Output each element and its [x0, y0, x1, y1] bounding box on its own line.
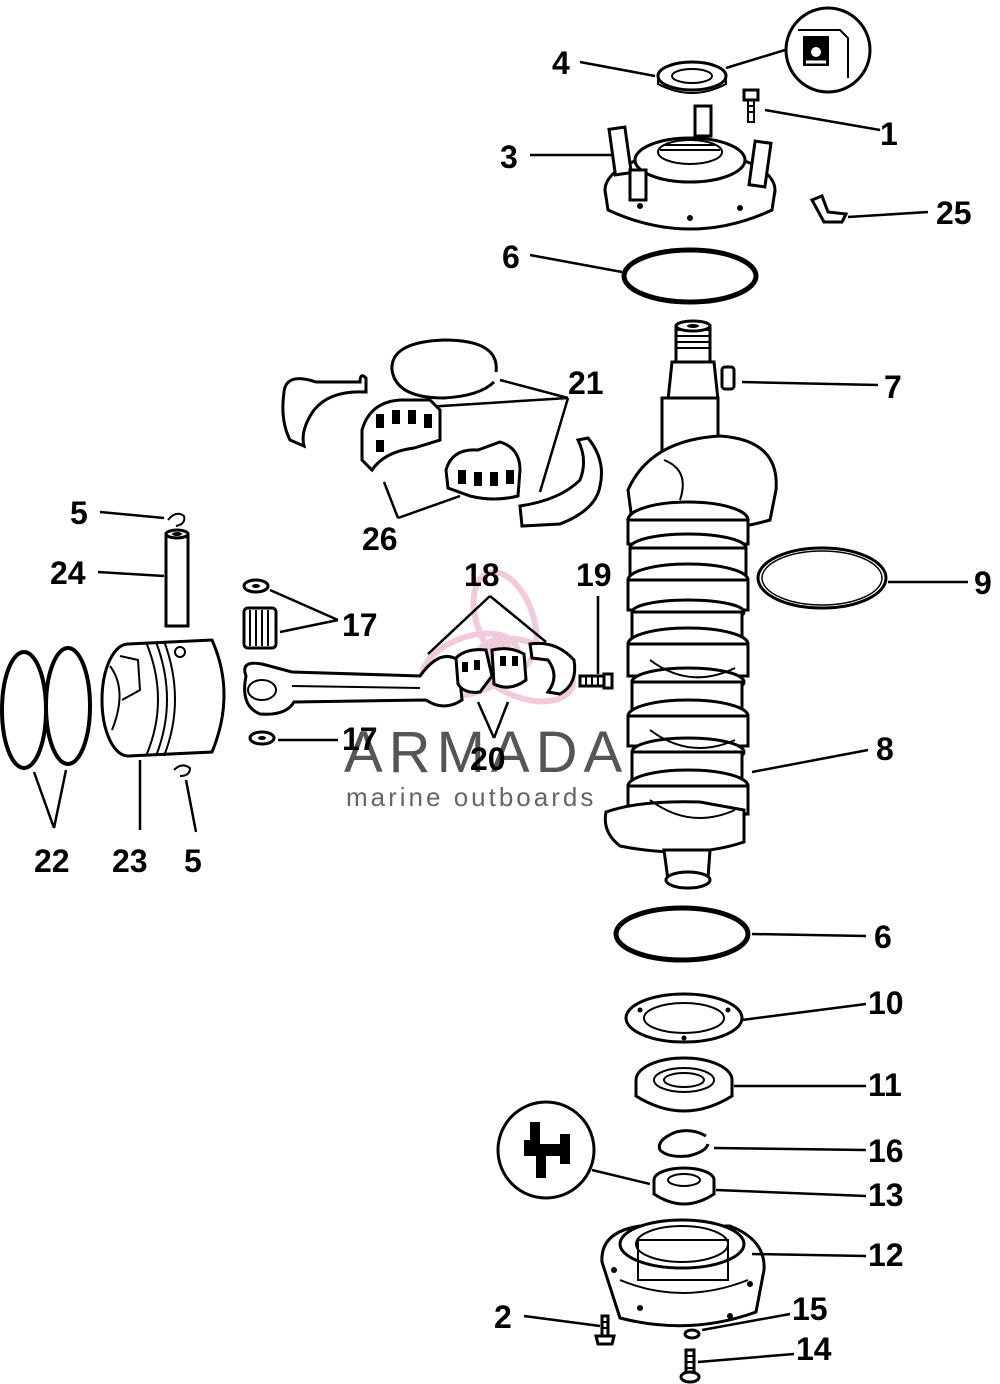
label-22: 22	[34, 843, 70, 879]
part-2-screw	[594, 1314, 616, 1346]
label-11: 11	[868, 1067, 902, 1103]
part-17-thrust-washer-bottom	[248, 730, 276, 746]
label-6-top: 6	[502, 239, 520, 275]
part-14-screw	[679, 1348, 701, 1384]
part-19-rod-bolt	[578, 672, 614, 690]
label-24: 24	[50, 555, 86, 591]
label-14: 14	[796, 1331, 832, 1367]
label-17-lower: 17	[342, 721, 378, 757]
part-6-o-ring-top	[621, 247, 759, 305]
watermark-brand-text: ARMADA	[344, 720, 628, 785]
part-11-ball-bearing	[634, 1056, 734, 1113]
part-26-needle-bearing-left	[360, 398, 442, 473]
label-3: 3	[500, 139, 518, 175]
part-5-clip-lower	[173, 764, 192, 777]
label-16: 16	[868, 1133, 904, 1169]
sealant-tube-icon	[784, 6, 872, 94]
label-7: 7	[884, 369, 902, 405]
part-12-lower-housing	[600, 1218, 766, 1328]
label-2: 2	[494, 1299, 512, 1335]
label-5-lower: 5	[184, 843, 202, 879]
part-1-screw	[742, 88, 760, 123]
part-22-piston-ring-2	[44, 646, 92, 766]
part-21-bearing-race-left	[281, 374, 368, 449]
label-12: 12	[868, 1237, 904, 1273]
part-3-upper-housing	[603, 104, 777, 231]
part-22-piston-ring-1	[0, 650, 48, 770]
part-23-piston	[100, 638, 226, 758]
part-15-washer	[683, 1328, 701, 1340]
label-13: 13	[868, 1177, 904, 1213]
part-8-crankshaft	[603, 319, 778, 890]
label-15: 15	[792, 1291, 828, 1327]
part-7-key	[720, 365, 736, 391]
label-26: 26	[362, 521, 398, 557]
watermark-tagline-text: marine outboards	[346, 782, 596, 812]
part-6-o-ring-bottom	[613, 905, 751, 963]
part-5-clip-upper	[167, 512, 186, 527]
part-25-clip	[809, 194, 849, 224]
part-20-rod-bearing	[454, 647, 528, 694]
connecting-rod	[243, 655, 464, 716]
label-17-upper: 17	[342, 607, 378, 643]
label-25: 25	[936, 195, 972, 231]
part-9-ring	[756, 546, 888, 610]
grease-gun-icon	[496, 1100, 596, 1200]
label-10: 10	[868, 985, 904, 1021]
part-21-retaining-ring	[390, 338, 498, 400]
part-labels: 1 2 3 4 5 5 6 6 7 8 9 10 11 12 13 14 15 …	[34, 45, 992, 1367]
part-24-piston-pin	[164, 528, 190, 628]
part-18-rod-cap	[528, 641, 577, 696]
part-17-needle-bearing	[242, 606, 278, 650]
part-10-gasket	[624, 992, 744, 1044]
label-1: 1	[880, 116, 898, 152]
label-4: 4	[552, 45, 570, 81]
label-8: 8	[876, 731, 894, 767]
part-21-bearing-race-right	[518, 436, 603, 528]
label-21: 21	[568, 365, 604, 401]
label-5-upper: 5	[70, 495, 88, 531]
part-26-needle-bearing-right	[444, 440, 522, 501]
label-6-bottom: 6	[874, 919, 892, 955]
part-4-seal	[656, 60, 728, 94]
part-17-thrust-washer-top	[242, 578, 270, 594]
part-13-seal	[652, 1166, 716, 1206]
label-20: 20	[470, 741, 506, 777]
label-19: 19	[576, 557, 612, 593]
label-9: 9	[974, 565, 992, 601]
label-18: 18	[464, 557, 500, 593]
label-23: 23	[112, 843, 148, 879]
part-16-snap-ring	[657, 1129, 710, 1158]
